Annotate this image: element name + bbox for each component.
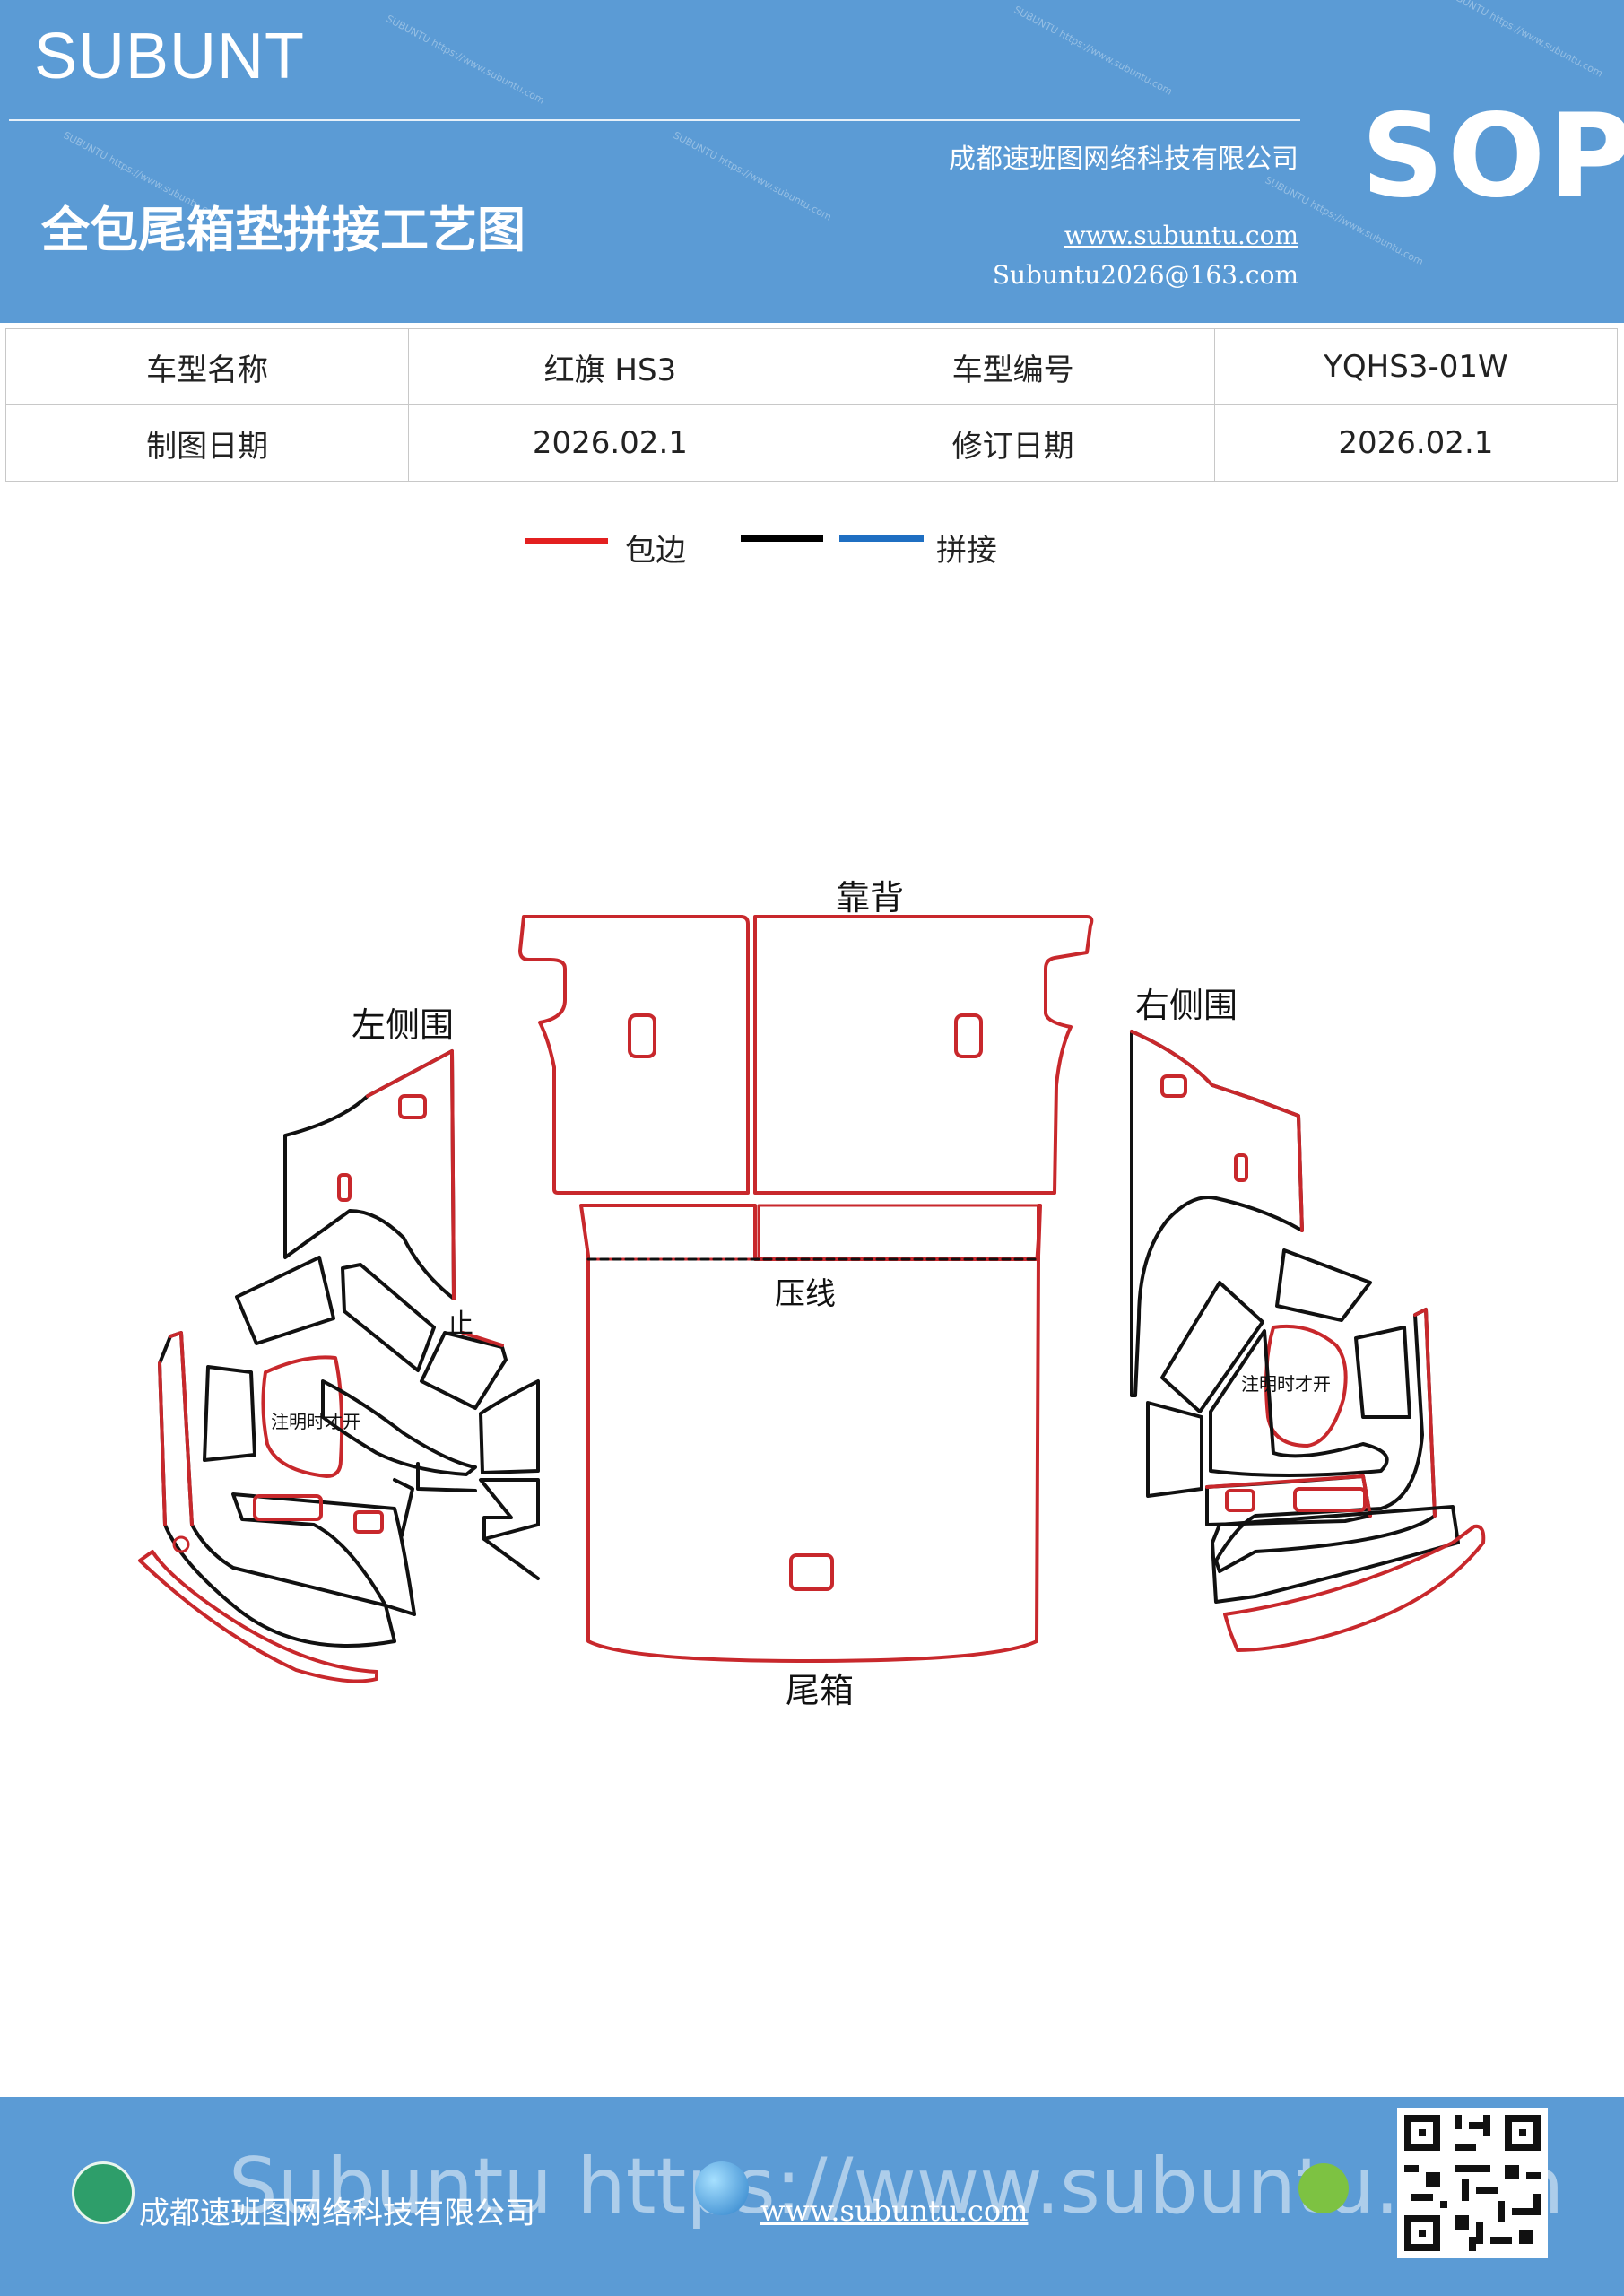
footer-company: 成都速班图网络科技有限公司 <box>139 2196 535 2231</box>
backrest-left-hole <box>628 1013 656 1058</box>
revise-date-value: 2026.02.1 <box>1213 404 1619 482</box>
qr-code-icon <box>1397 2108 1548 2258</box>
website-link[interactable]: www.subuntu.com <box>1064 221 1298 250</box>
backrest-label: 靠背 <box>836 878 904 918</box>
building-icon <box>72 2161 135 2224</box>
table-row: 车型名称 红旗 HS3 车型编号 YQHS3-01W <box>4 328 1619 405</box>
trunk-floor-hole <box>789 1553 834 1591</box>
left-upper-slot <box>337 1173 352 1202</box>
left-note-label: 注明时才开 <box>271 1411 360 1432</box>
model-name-label: 车型名称 <box>4 328 410 405</box>
brand-logo: SUBUNT <box>34 21 306 92</box>
footer-band <box>0 2097 1624 2296</box>
trunk-floor-panel <box>579 1204 1042 1663</box>
header-divider <box>9 119 1300 121</box>
page-title: 全包尾箱垫拼接工艺图 <box>41 201 525 258</box>
right-upper-slot <box>1234 1153 1248 1182</box>
left-side-upper-panel <box>283 1049 456 1300</box>
company-name: 成都速班图网络科技有限公司 <box>949 144 1298 175</box>
table-row: 制图日期 2026.02.1 修订日期 2026.02.1 <box>4 404 1619 482</box>
wechat-icon <box>1298 2163 1349 2213</box>
right-note-cutout <box>1264 1324 1348 1448</box>
backrest-left-panel <box>518 915 750 1195</box>
trunk-top-strip <box>579 1204 757 1261</box>
model-name-value: 红旗 HS3 <box>408 328 812 405</box>
sop-mark: SOP <box>1361 90 1624 223</box>
press-line-label: 压线 <box>775 1276 836 1312</box>
header-band: SUBUNT SOP 成都速班图网络科技有限公司 全包尾箱垫拼接工艺图 www.… <box>0 0 1624 323</box>
footer-website-link[interactable]: www.subuntu.com <box>760 2194 1029 2228</box>
right-note-label: 注明时才开 <box>1241 1373 1331 1395</box>
legend-edge-line <box>525 538 608 544</box>
legend-splice-line <box>839 535 924 542</box>
trunk-top-strip <box>757 1204 1042 1261</box>
trunk-label: 尾箱 <box>786 1671 854 1710</box>
draw-date-label: 制图日期 <box>4 404 410 482</box>
email-address: Subuntu2026@163.com <box>992 260 1298 290</box>
info-table: 车型名称 红旗 HS3 车型编号 YQHS3-01W 制图日期 2026.02.… <box>4 328 1619 482</box>
legend-splice-label: 拼接 <box>936 533 997 569</box>
backrest-right-hole <box>954 1013 983 1058</box>
right-upper-hole <box>1160 1074 1187 1098</box>
left-upper-hole <box>398 1094 427 1119</box>
legend-edge-label: 包边 <box>625 533 686 569</box>
model-code-value: YQHS3-01W <box>1213 328 1619 405</box>
right-side-label: 右侧围 <box>1135 986 1238 1025</box>
model-code-label: 车型编号 <box>811 328 1215 405</box>
left-mark-label: 止 <box>447 1309 473 1340</box>
revise-date-label: 修订日期 <box>811 404 1215 482</box>
draw-date-value: 2026.02.1 <box>408 404 812 482</box>
backrest-right-panel <box>753 915 1094 1195</box>
legend-black-line <box>741 535 823 542</box>
globe-icon <box>695 2161 749 2215</box>
left-note-cutout <box>261 1355 344 1478</box>
left-side-label: 左侧围 <box>352 1005 454 1045</box>
